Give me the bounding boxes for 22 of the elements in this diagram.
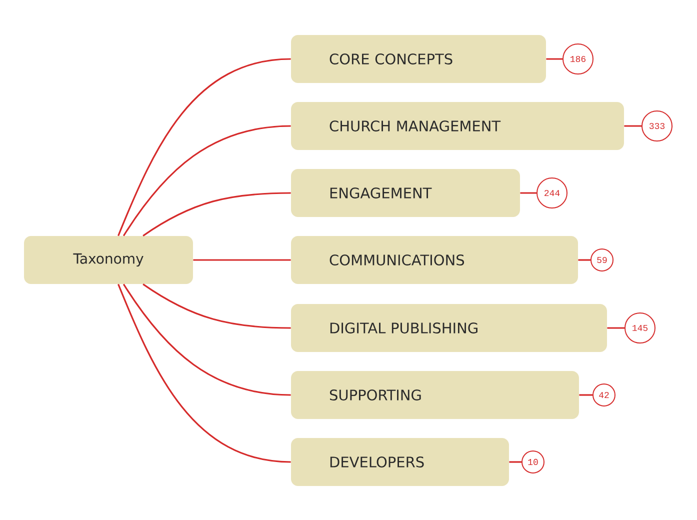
connector-line	[122, 284, 291, 396]
connector-line	[578, 259, 590, 261]
topic-box: CHURCH MANAGEMENT	[291, 102, 624, 150]
topic-box: DEVELOPERS	[291, 438, 509, 486]
connector-line	[122, 125, 291, 236]
connector-line	[520, 192, 536, 194]
root-box: Taxonomy	[24, 236, 193, 284]
connector-line	[579, 394, 592, 396]
connector-line	[607, 327, 624, 329]
connector-line	[509, 461, 522, 463]
connector-line	[624, 125, 642, 127]
connector-line	[142, 284, 291, 329]
connector-line	[546, 58, 562, 60]
connector-line	[142, 192, 291, 236]
topic-box: CORE CONCEPTS	[291, 35, 546, 83]
connector-line	[118, 58, 291, 236]
connector-line	[118, 284, 291, 463]
topic-box: SUPPORTING	[291, 371, 579, 419]
connector-line	[193, 259, 291, 261]
topic-box: ENGAGEMENT	[291, 169, 520, 217]
topic-box: DIGITAL PUBLISHING	[291, 304, 607, 352]
topic-box: COMMUNICATIONS	[291, 236, 578, 284]
